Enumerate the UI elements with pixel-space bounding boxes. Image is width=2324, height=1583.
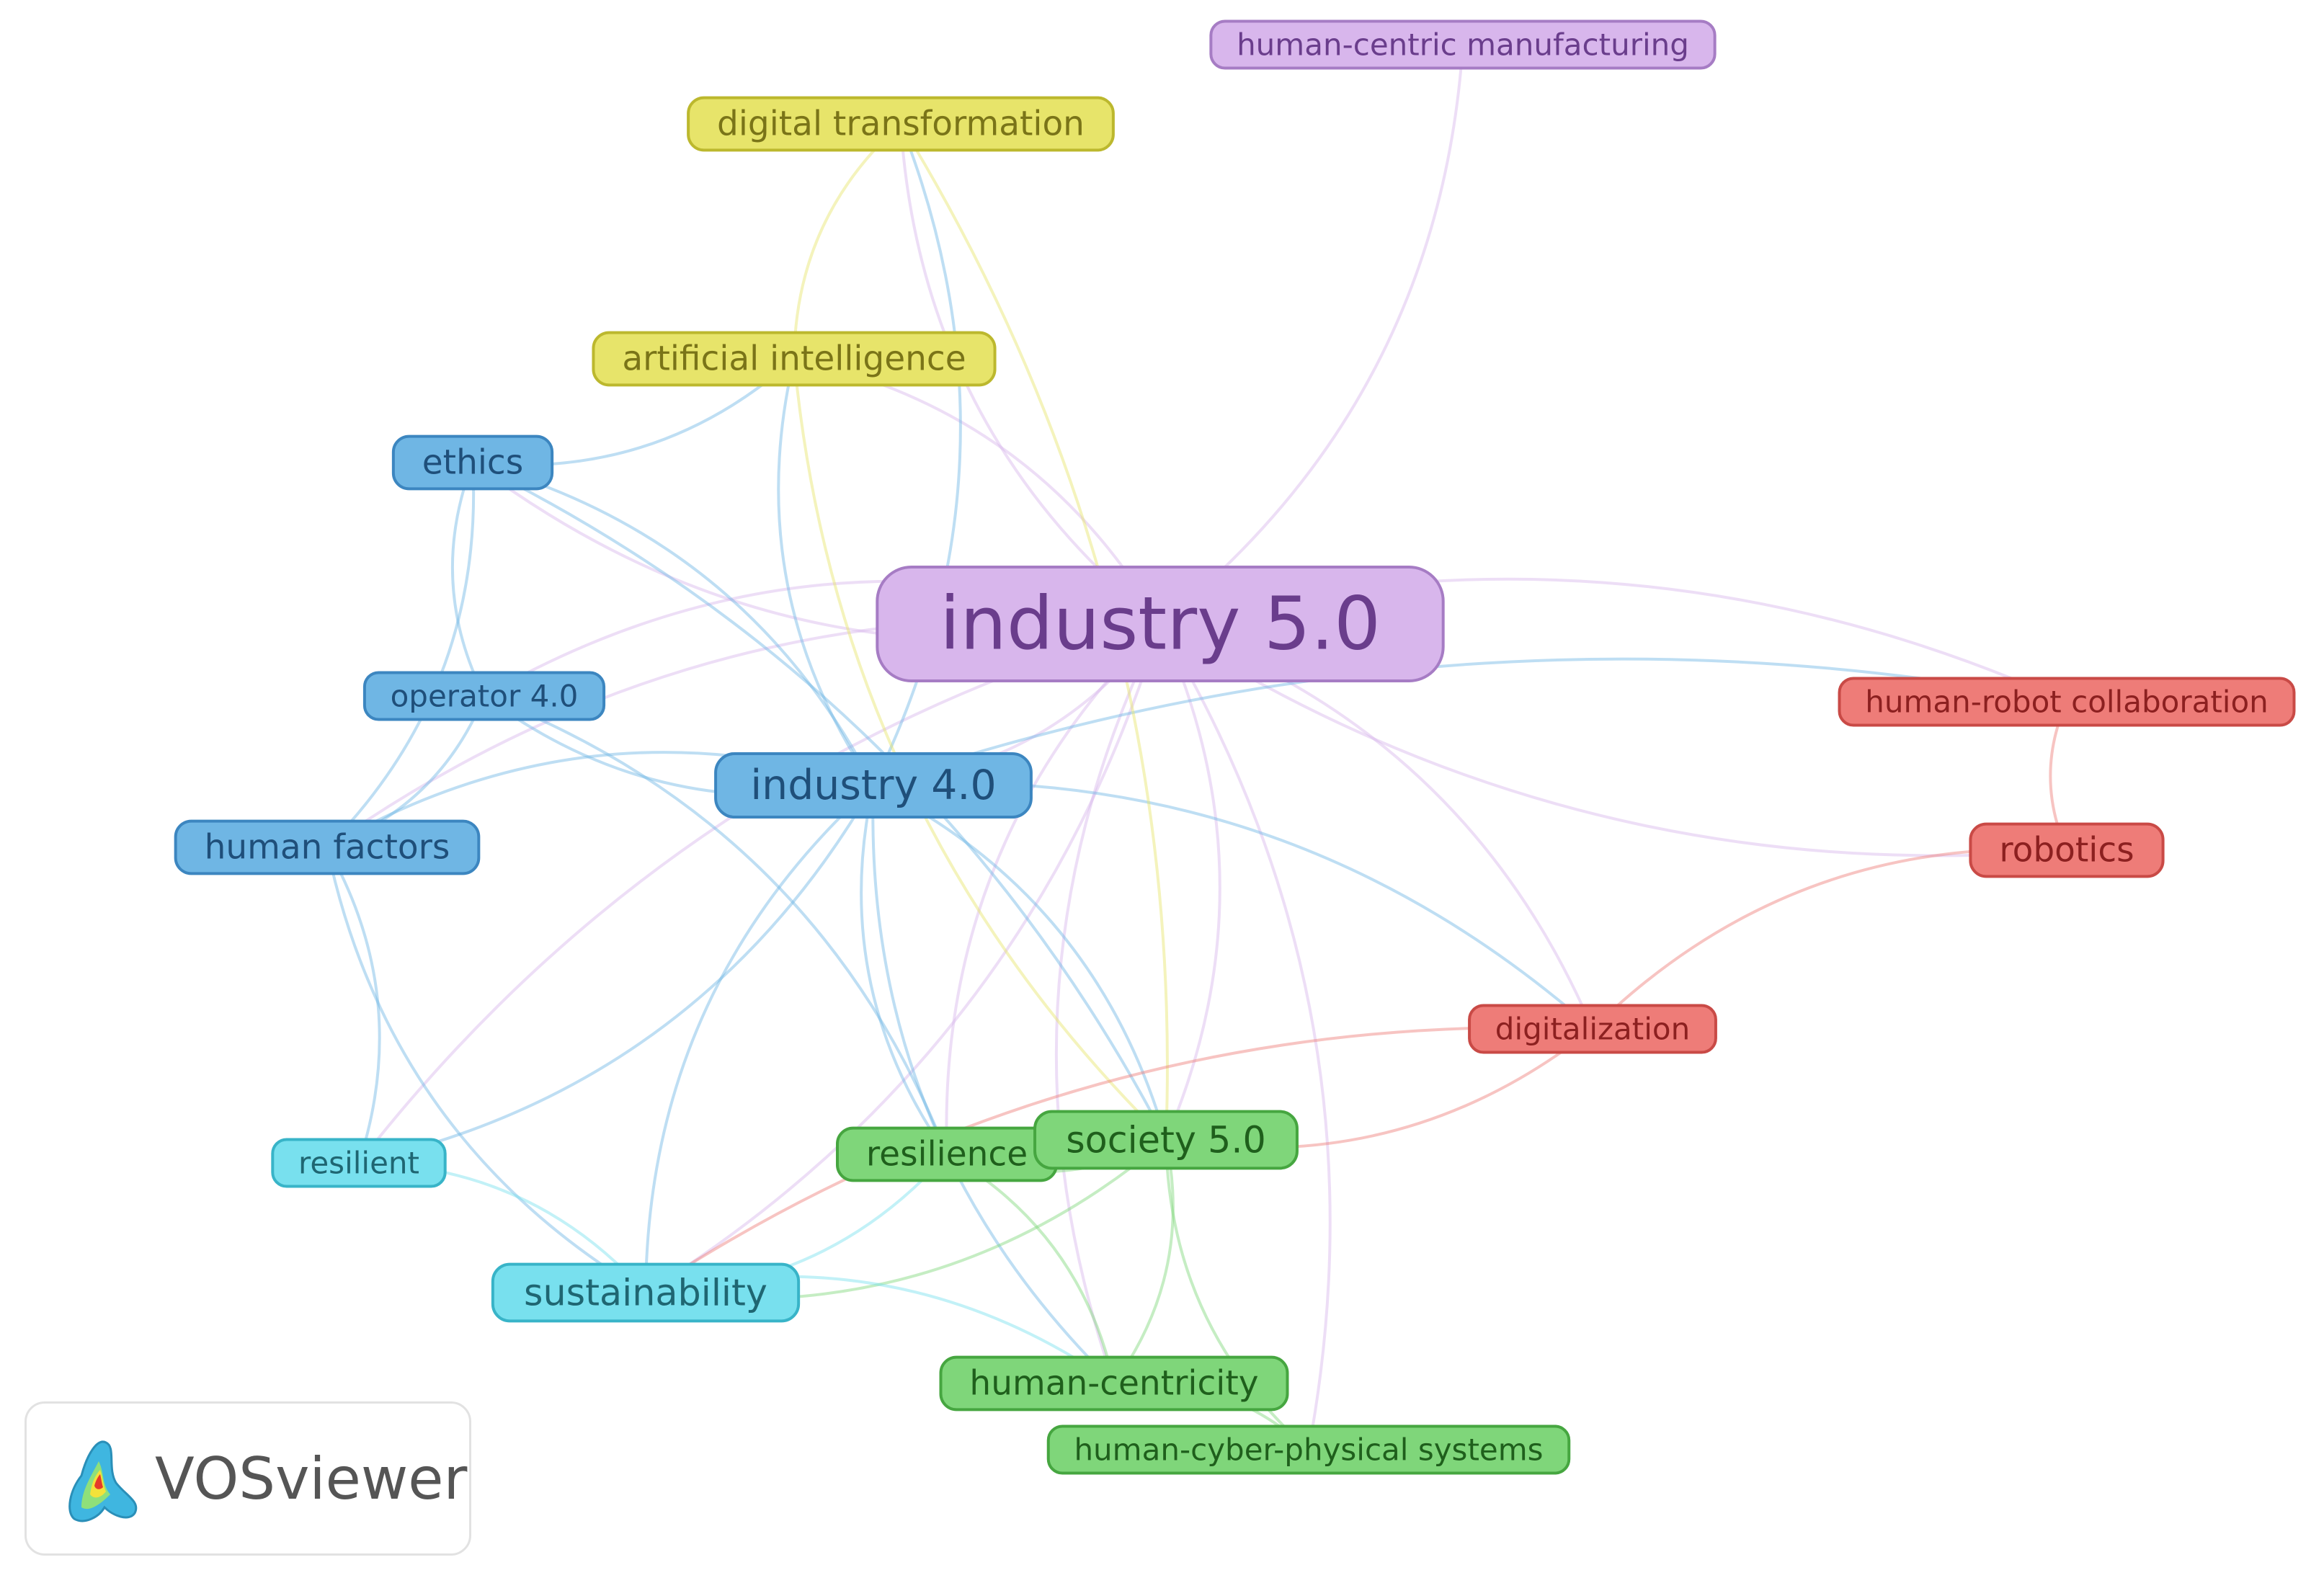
node-label-human-centricity: human-centricity — [969, 1364, 1258, 1404]
link-ethics-operator-4-0 — [450, 462, 486, 697]
link-digital-transformation-artificial-intelligence — [793, 122, 902, 360]
vosviewer-logo: VOSviewer — [25, 1401, 471, 1556]
node-label-sustainability: sustainability — [524, 1272, 767, 1314]
node-operator-4-0[interactable]: operator 4.0 — [362, 671, 606, 721]
node-label-digital-transformation: digital transformation — [717, 104, 1085, 144]
link-society-5-0-human-cyber-physical-systems — [1165, 1139, 1310, 1451]
link-human-factors-sustainability — [326, 847, 647, 1294]
link-industry-5-0-society-5-0 — [1159, 623, 1221, 1141]
vosviewer-logo-icon — [68, 1440, 138, 1522]
node-box-human-centricity — [939, 1355, 1289, 1412]
node-industry-4-0[interactable]: industry 4.0 — [714, 752, 1033, 819]
link-industry-4-0-human-centricity — [871, 785, 1116, 1385]
node-box-industry-5-0 — [876, 565, 1445, 683]
link-industry-4-0-sustainability — [644, 784, 875, 1293]
node-sustainability[interactable]: sustainability — [491, 1262, 801, 1323]
node-digitalization[interactable]: digitalization — [1468, 1004, 1717, 1054]
node-label-human-robot-collaboration: human-robot collaboration — [1865, 685, 2269, 720]
node-box-society-5-0 — [1033, 1110, 1299, 1170]
link-industry-4-0-resilience — [860, 785, 948, 1156]
node-box-artificial-intelligence — [592, 331, 997, 387]
node-box-human-factors — [174, 819, 481, 875]
link-human-factors-resilient — [326, 847, 381, 1164]
node-box-resilient — [271, 1138, 447, 1188]
node-resilience[interactable]: resilience — [835, 1126, 1059, 1182]
link-industry-5-0-human-centric-manufacturing — [1159, 44, 1464, 625]
node-industry-5-0[interactable]: industry 5.0 — [876, 565, 1445, 683]
node-human-centric-manufacturing[interactable]: human-centric manufacturing — [1209, 19, 1717, 70]
node-label-industry-5-0: industry 5.0 — [940, 581, 1381, 667]
node-human-robot-collaboration[interactable]: human-robot collaboration — [1838, 677, 2296, 727]
node-robotics[interactable]: robotics — [1969, 822, 2165, 878]
node-ethics[interactable]: ethics — [391, 434, 554, 491]
node-box-industry-4-0 — [714, 752, 1033, 819]
link-industry-5-0-sustainability — [644, 623, 1162, 1294]
node-label-resilience: resilience — [866, 1135, 1028, 1174]
link-industry-5-0-human-centricity — [1054, 623, 1162, 1384]
node-label-industry-4-0: industry 4.0 — [750, 762, 996, 809]
link-society-5-0-human-centricity — [1113, 1139, 1175, 1385]
link-industry-5-0-robotics — [1159, 623, 2067, 857]
node-box-human-robot-collaboration — [1838, 677, 2296, 727]
node-label-digitalization: digitalization — [1495, 1012, 1690, 1047]
node-label-human-cyber-physical-systems: human-cyber-physical systems — [1074, 1432, 1543, 1468]
node-label-human-centric-manufacturing: human-centric manufacturing — [1237, 27, 1689, 63]
link-industry-4-0-artificial-intelligence — [777, 358, 875, 787]
node-label-human-factors: human factors — [205, 828, 450, 868]
node-resilient[interactable]: resilient — [271, 1138, 447, 1188]
network-links — [326, 44, 2068, 1451]
node-box-human-cyber-physical-systems — [1046, 1424, 1571, 1475]
link-industry-5-0-digitalization — [1159, 623, 1594, 1030]
node-label-robotics: robotics — [1999, 831, 2134, 870]
link-ethics-society-5-0 — [472, 461, 1167, 1141]
link-industry-4-0-resilient — [358, 785, 875, 1164]
link-digitalization-sustainability — [644, 1026, 1593, 1294]
node-artificial-intelligence[interactable]: artificial intelligence — [592, 331, 997, 387]
node-box-robotics — [1969, 822, 2165, 878]
link-industry-4-0-society-5-0 — [873, 784, 1167, 1141]
node-human-cyber-physical-systems[interactable]: human-cyber-physical systems — [1046, 1424, 1571, 1475]
node-box-human-centric-manufacturing — [1209, 19, 1717, 70]
link-industry-5-0-human-cyber-physical-systems — [1159, 623, 1332, 1450]
node-human-factors[interactable]: human factors — [174, 819, 481, 875]
node-digital-transformation[interactable]: digital transformation — [687, 96, 1115, 152]
link-operator-4-0-resilience — [484, 695, 948, 1155]
node-society-5-0[interactable]: society 5.0 — [1033, 1110, 1299, 1170]
link-industry-4-0-human-robot-collaboration — [873, 657, 2067, 787]
network-nodes: industry 5.0 human-centric manufacturing i… — [174, 19, 2296, 1475]
link-industry-4-0-digital-transformation — [872, 123, 962, 786]
node-label-artificial-intelligence: artificial intelligence — [622, 339, 966, 379]
node-label-resilient: resilient — [298, 1146, 419, 1181]
vosviewer-logo-text: VOSviewer — [155, 1445, 468, 1512]
node-box-ethics — [391, 434, 554, 491]
link-ethics-human-factors — [326, 462, 476, 849]
link-industry-4-0-ethics — [472, 461, 875, 786]
node-box-digitalization — [1468, 1004, 1717, 1054]
node-label-operator-4-0: operator 4.0 — [391, 679, 579, 714]
node-human-centricity[interactable]: human-centricity — [939, 1355, 1289, 1412]
node-box-operator-4-0 — [362, 671, 606, 721]
node-label-society-5-0: society 5.0 — [1066, 1119, 1266, 1161]
node-box-digital-transformation — [687, 96, 1115, 152]
node-label-ethics: ethics — [422, 443, 523, 483]
link-resilience-human-centricity — [945, 1153, 1116, 1384]
link-industry-5-0-resilience — [945, 623, 1162, 1155]
node-box-sustainability — [491, 1262, 801, 1323]
